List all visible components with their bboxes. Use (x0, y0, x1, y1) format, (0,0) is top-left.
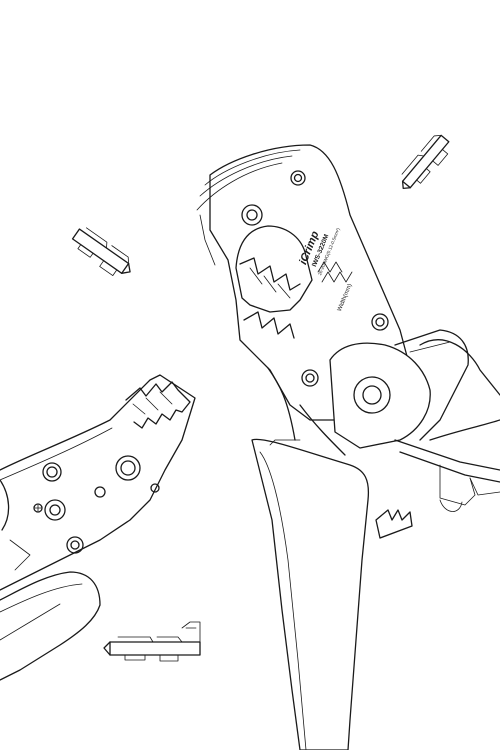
left-crimping-tool (0, 374, 196, 681)
terminal-bottom (103, 621, 201, 662)
main-crimping-tool: iCrimp IWS-3220M 26-20AWG(0.12-0.5mm²) W… (196, 144, 500, 750)
terminal-middle-left (71, 227, 131, 276)
terminal-top-right (401, 134, 450, 189)
